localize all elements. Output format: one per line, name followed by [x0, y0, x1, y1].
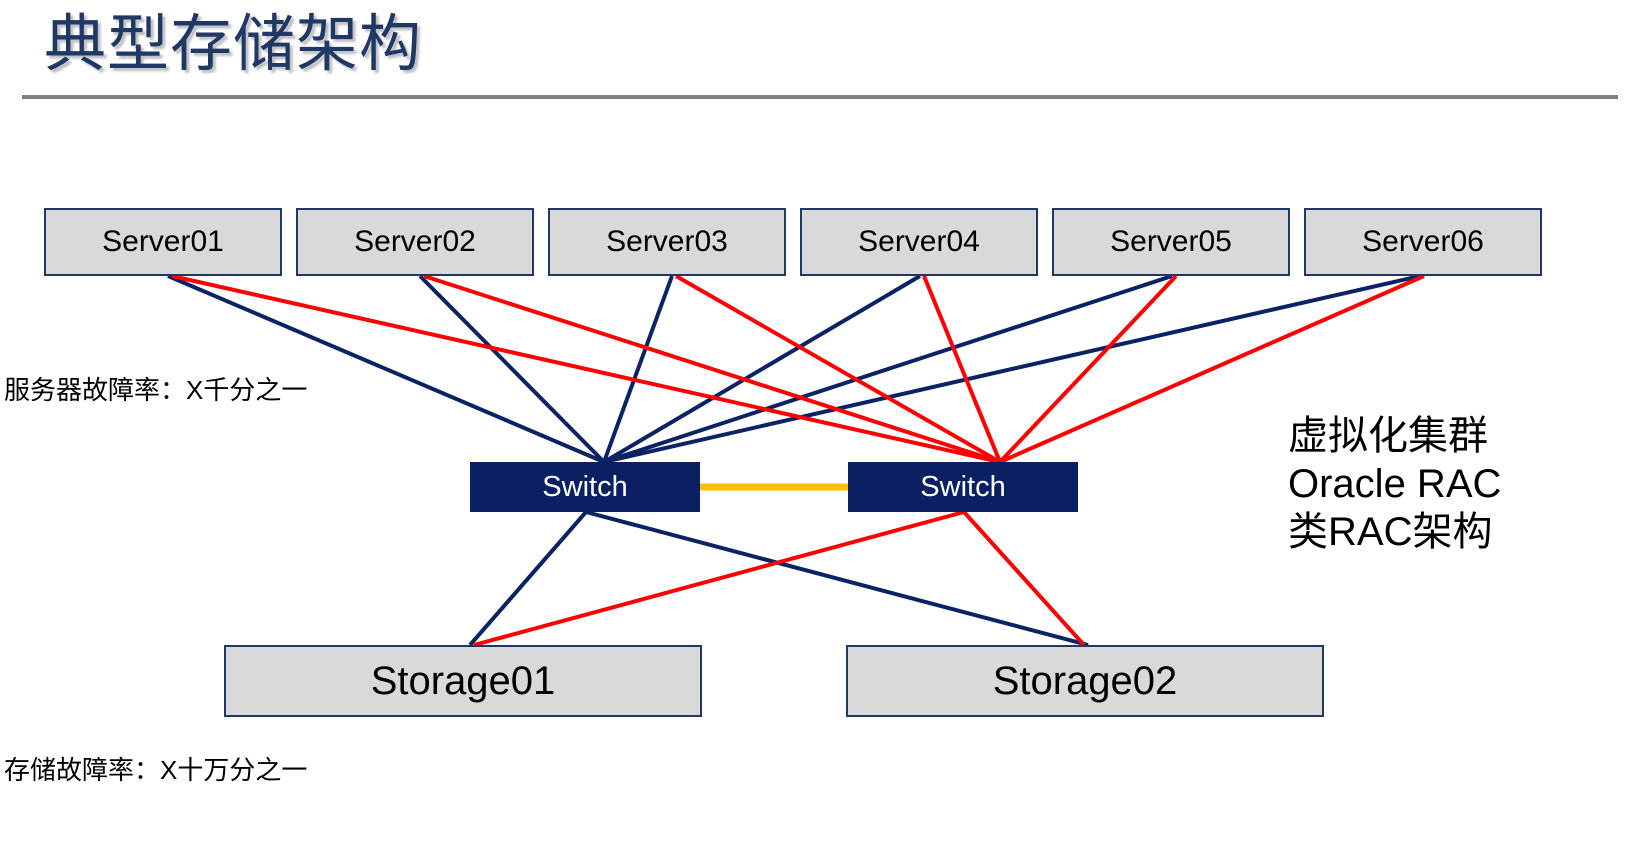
title-divider: [22, 95, 1618, 99]
link-server3-to-switch1: [602, 275, 674, 463]
server-node-4[interactable]: Server04: [800, 208, 1038, 276]
link-server1-to-switch1: [167, 274, 605, 464]
link-switch1-to-storage2: [585, 510, 1089, 647]
cluster-note-line-1: 虚拟化集群: [1288, 414, 1488, 458]
server-node-label: Server03: [606, 225, 728, 258]
link-server4-to-switch2: [922, 275, 1002, 463]
switch-node-label: Switch: [542, 470, 628, 503]
server-node-label: Server02: [354, 225, 476, 258]
server-node-3[interactable]: Server03: [548, 208, 786, 276]
storage-failure-rate-label: 存储故障率：X十万分之一: [4, 755, 308, 785]
page-title: 典型存储架构: [44, 10, 423, 79]
link-server3-to-switch2: [675, 274, 1001, 464]
link-switch2-to-storage1: [473, 510, 965, 647]
link-server5-to-switch1: [603, 274, 1173, 464]
storage-node-label: Storage02: [992, 658, 1178, 703]
server-node-2[interactable]: Server02: [296, 208, 534, 276]
server-node-6[interactable]: Server06: [1304, 208, 1542, 276]
cluster-note-line-3: 类RAC架构: [1288, 510, 1493, 554]
server-node-label: Server05: [1110, 225, 1232, 258]
server-node-label: Server06: [1362, 225, 1484, 258]
switch-node-label: Switch: [920, 470, 1006, 503]
link-switch2-to-storage2: [962, 510, 1086, 647]
server-failure-rate-label: 服务器故障率：X千分之一: [4, 375, 308, 405]
link-server2-to-switch2: [423, 274, 1001, 464]
storage-node-2[interactable]: Storage02: [846, 645, 1324, 717]
server-node-5[interactable]: Server05: [1052, 208, 1290, 276]
server-node-label: Server01: [102, 225, 224, 258]
link-server5-to-switch2: [998, 274, 1178, 464]
storage-node-1[interactable]: Storage01: [224, 645, 702, 717]
storage-node-label: Storage01: [370, 658, 556, 703]
cluster-note: 虚拟化集群 Oracle RAC 类RAC架构: [1288, 412, 1501, 556]
link-server2-to-switch1: [418, 274, 606, 464]
link-server1-to-switch2: [171, 274, 1001, 464]
switch-node-1[interactable]: Switch: [470, 462, 700, 512]
server-node-1[interactable]: Server01: [44, 208, 282, 276]
server-node-label: Server04: [858, 225, 980, 258]
link-switch1-to-storage1: [468, 510, 588, 647]
link-server4-to-switch1: [602, 274, 922, 464]
cluster-note-line-2: Oracle RAC: [1288, 462, 1502, 506]
switch-node-2[interactable]: Switch: [848, 462, 1078, 512]
